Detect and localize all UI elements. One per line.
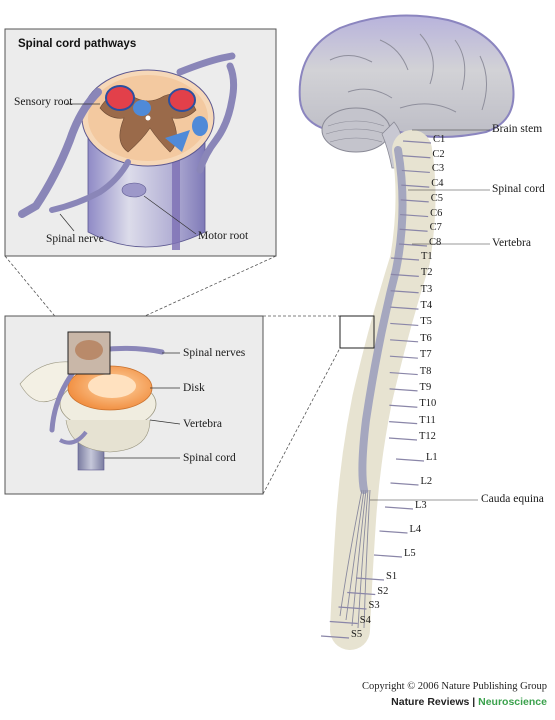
label-vertebra-inset: Vertebra [183, 418, 222, 430]
nerve-ray-l3 [384, 506, 414, 510]
label-spinal-nerve: Spinal nerve [46, 233, 104, 245]
segment-label-t5: T5 [420, 316, 432, 328]
copyright-line: Copyright © 2006 Nature Publishing Group [361, 681, 547, 692]
nerve-ray-l2 [390, 482, 419, 486]
segment-label-t7: T7 [419, 349, 432, 361]
segment-label-s4: S4 [359, 614, 371, 626]
segment-label-t10: T10 [419, 398, 437, 410]
nerve-ray-c7 [399, 228, 428, 232]
nerve-ray-t10 [389, 404, 418, 408]
segment-label-c4: C4 [431, 178, 444, 190]
nerve-ray-t7 [389, 355, 418, 359]
nerve-ray-t5 [390, 322, 419, 327]
segment-label-t2: T2 [420, 267, 433, 279]
nerve-ray-t8 [389, 371, 418, 376]
label-brain-stem: Brain stem [492, 123, 543, 135]
label-spinal-cord-inset: Spinal cord [183, 452, 236, 464]
segment-label-l2: L2 [420, 476, 433, 487]
nerve-ray-t2 [390, 273, 419, 277]
inset-spinal-cord-pathways [4, 28, 277, 257]
brand-nature-reviews: Nature Reviews [391, 696, 470, 708]
segment-label-c6: C6 [430, 207, 443, 219]
segment-label-l3: L3 [415, 500, 427, 511]
nerve-ray-c3 [401, 169, 430, 174]
nerve-ray-t11 [389, 421, 418, 425]
segment-label-c5: C5 [430, 192, 443, 204]
segment-label-s1: S1 [386, 571, 398, 582]
nerve-ray-c4 [401, 184, 430, 188]
nerve-ray-l5 [373, 554, 403, 558]
nerve-ray-t12 [388, 437, 418, 441]
segment-label-s5: S5 [351, 629, 363, 640]
nerve-ray-t9 [389, 388, 418, 392]
segment-label-c7: C7 [429, 222, 442, 234]
nerve-ray-c2 [402, 155, 431, 159]
nerve-ray-s1 [355, 577, 385, 581]
inset-title: Spinal cord pathways [18, 38, 137, 50]
segment-label-t9: T9 [419, 381, 432, 393]
label-vertebra: Vertebra [492, 237, 531, 249]
label-cauda-equina: Cauda equina [481, 493, 544, 505]
nerve-ray-t4 [390, 306, 419, 310]
segment-label-t8: T8 [419, 365, 432, 377]
publisher-brand: Nature Reviews | Neuroscience [391, 696, 547, 708]
segment-label-c2: C2 [432, 148, 445, 160]
label-spinal-nerves: Spinal nerves [183, 347, 246, 359]
nerve-ray-c1 [402, 140, 432, 144]
brain-and-spine [298, 14, 515, 650]
label-motor-root: Motor root [198, 230, 249, 242]
segment-label-t3: T3 [420, 283, 433, 295]
nerve-ray-c6 [400, 213, 429, 218]
segment-label-t1: T1 [421, 251, 433, 262]
segment-label-s3: S3 [368, 600, 380, 611]
nerve-ray-s2 [347, 591, 376, 596]
label-spinal-cord: Spinal cord [492, 183, 545, 195]
nerve-ray-c5 [400, 199, 429, 203]
segment-label-t12: T12 [419, 431, 436, 442]
label-disk: Disk [183, 382, 205, 394]
nerve-ray-s4 [329, 620, 358, 625]
brand-neuroscience: Neuroscience [478, 696, 547, 708]
segment-label-s2: S2 [377, 585, 389, 597]
nerve-ray-t3 [390, 290, 419, 294]
nerve-ray-l4 [379, 530, 408, 534]
spinal-nerve-rays [320, 140, 432, 639]
segment-label-t11: T11 [419, 414, 436, 426]
segment-label-t6: T6 [420, 332, 432, 344]
nerve-ray-c8 [398, 243, 428, 247]
segment-label-l5: L5 [404, 548, 416, 559]
segment-label-c3: C3 [431, 163, 445, 175]
nerve-ray-t6 [390, 339, 419, 343]
segment-label-c8: C8 [429, 237, 442, 248]
segment-label-l1: L1 [426, 452, 438, 463]
nerve-ray-t1 [390, 257, 420, 261]
nerve-ray-l1 [395, 458, 425, 462]
segment-label-l4: L4 [409, 524, 422, 535]
segment-label-c1: C1 [433, 134, 446, 145]
brand-separator: | [469, 696, 479, 708]
segment-label-t4: T4 [420, 300, 433, 312]
nerve-ray-s3 [338, 606, 367, 610]
label-sensory-root: Sensory root [14, 96, 73, 108]
inset-vertebra-section [4, 315, 264, 495]
nerve-ray-s5 [320, 635, 350, 639]
